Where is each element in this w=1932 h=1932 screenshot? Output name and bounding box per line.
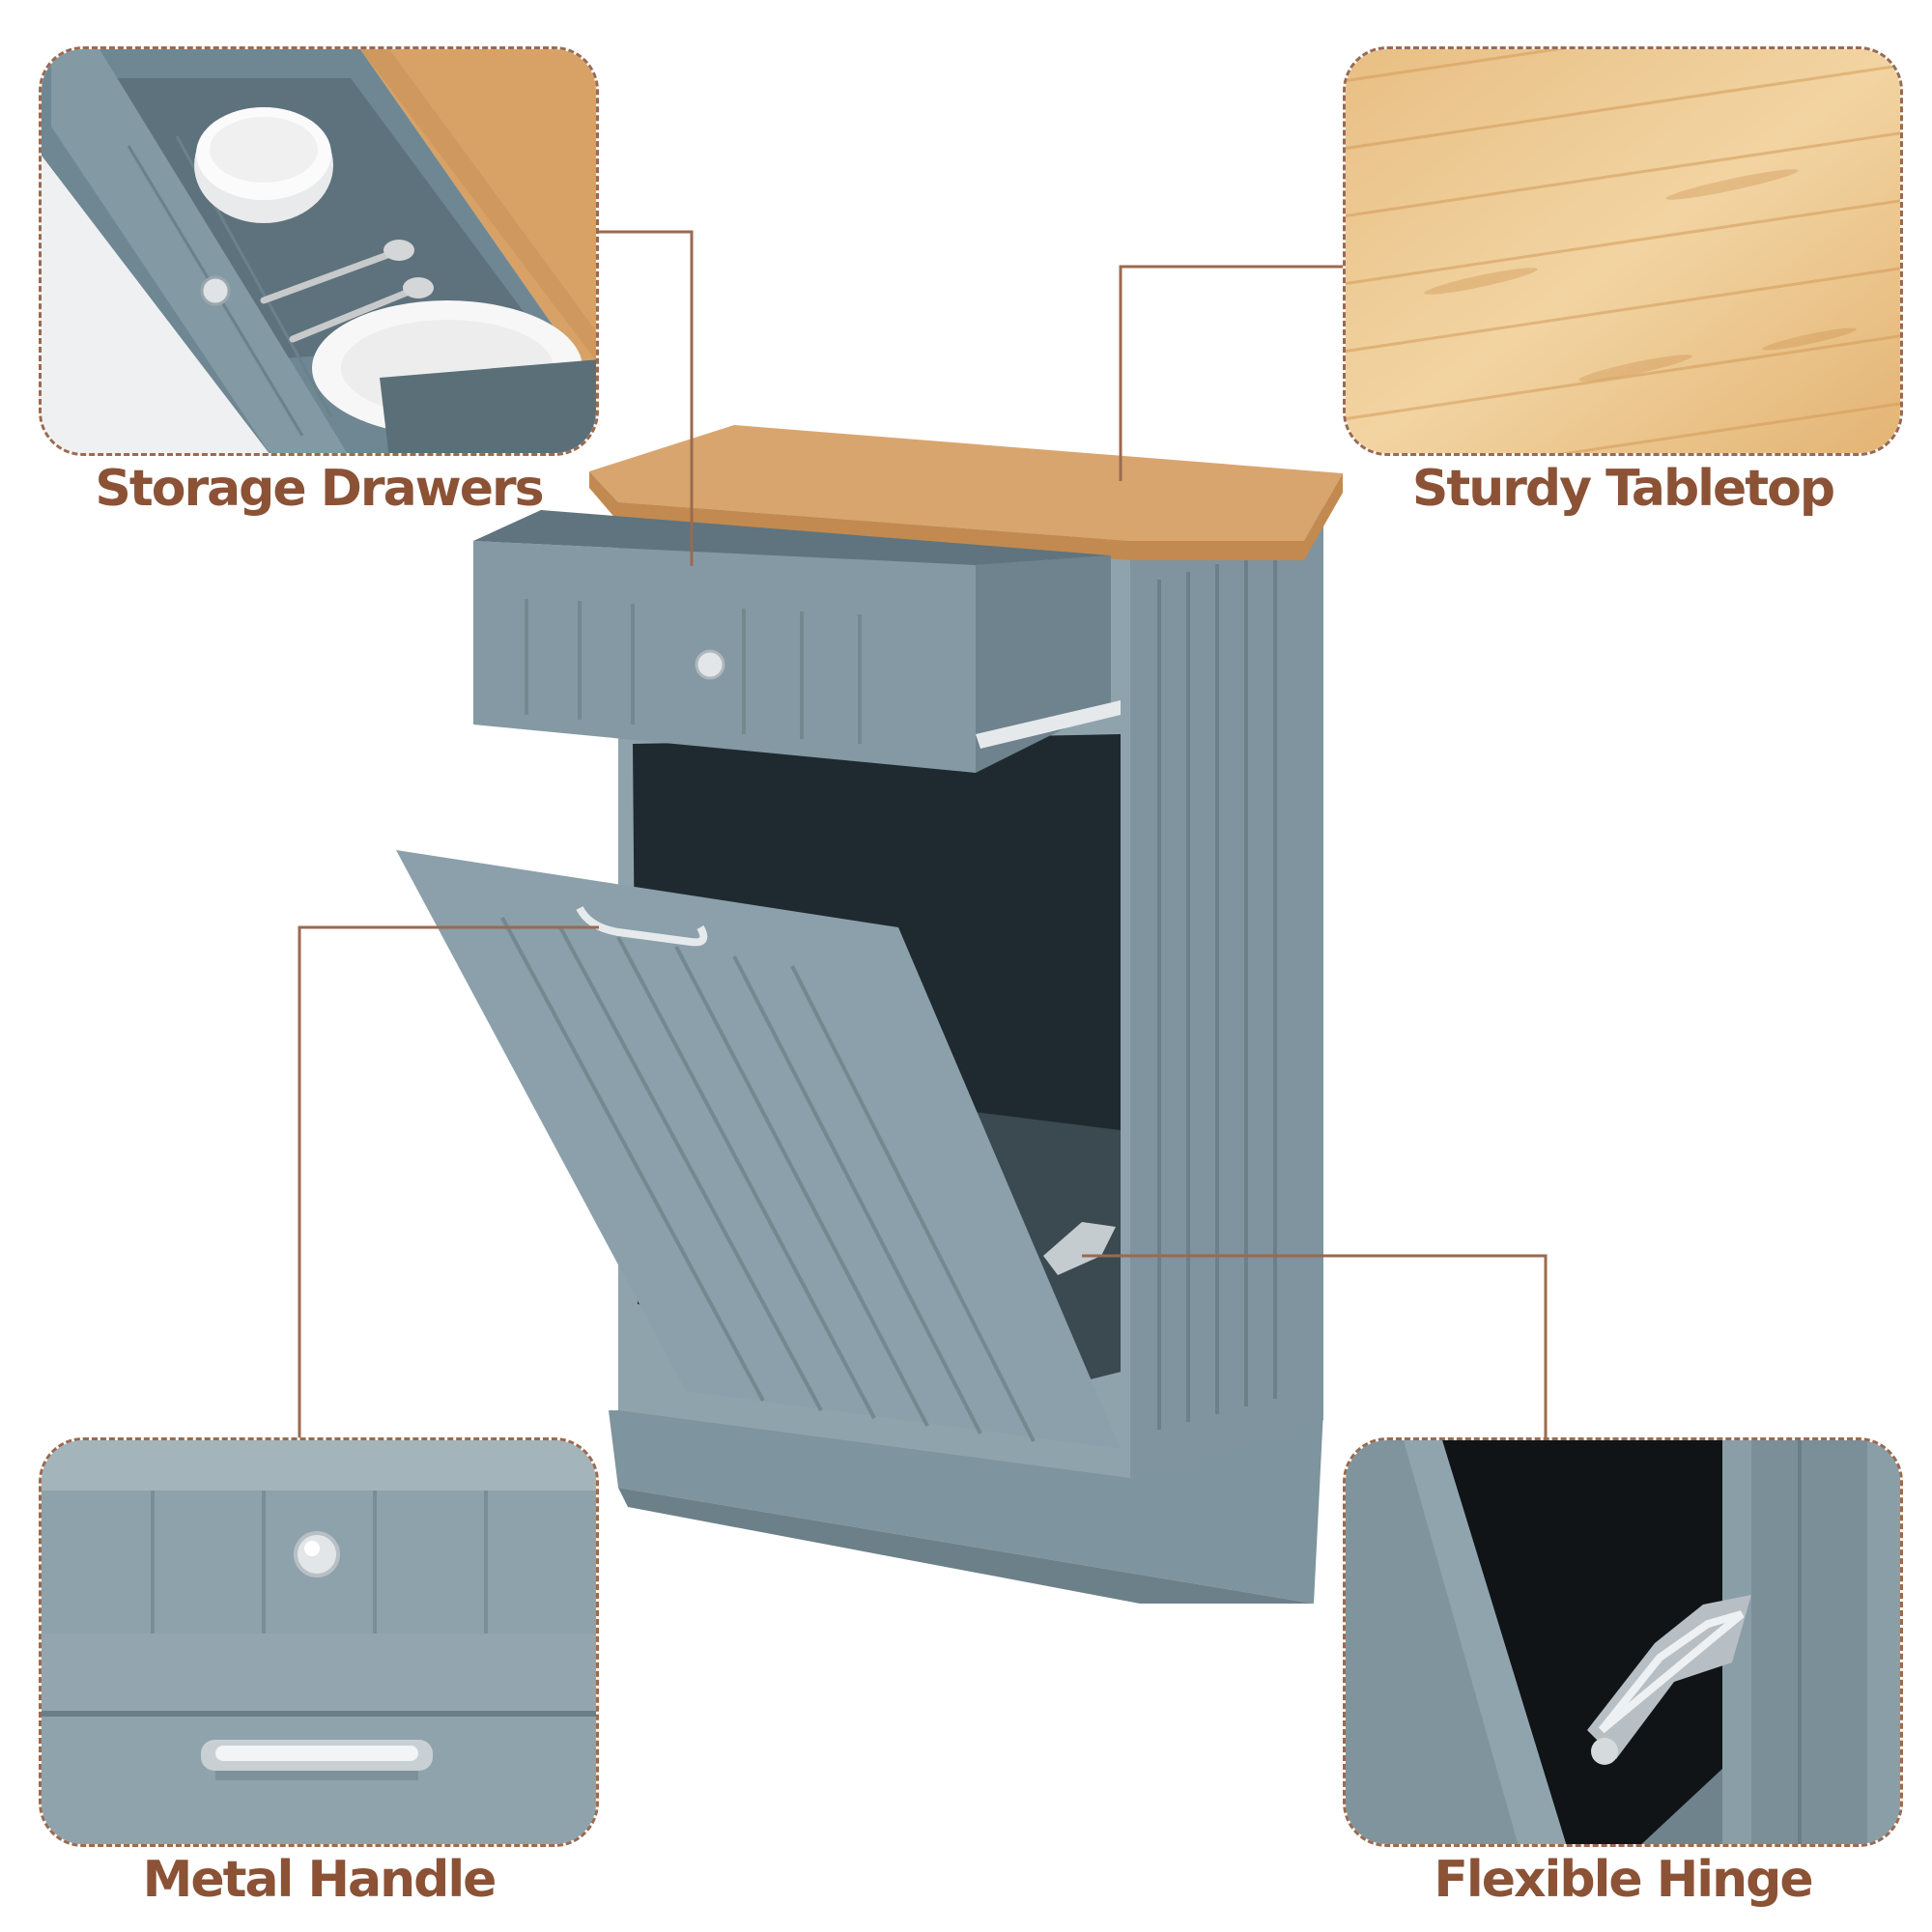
- flexible-hinge-image: [1346, 1440, 1900, 1844]
- sturdy-tabletop-image: [1346, 49, 1900, 453]
- metal-handle-detail-frame: [39, 1437, 599, 1847]
- sturdy-tabletop-detail-frame: [1343, 46, 1903, 456]
- flexible-hinge-detail-frame: [1343, 1437, 1903, 1847]
- door-handle: [576, 906, 708, 947]
- cabinet-side-panel: [1130, 483, 1323, 1478]
- storage-drawers-image: [42, 49, 596, 453]
- tilt-out-door: [396, 850, 1121, 1449]
- storage-drawers-detail-frame: [39, 46, 599, 456]
- metal-handle-image: [42, 1440, 596, 1844]
- tabletop: [589, 425, 1343, 541]
- flexible-hinge-label: Flexible Hinge: [1434, 1851, 1813, 1909]
- storage-drawers-label: Storage Drawers: [95, 460, 544, 518]
- cabinet-base: [609, 1410, 1323, 1604]
- open-drawer: [473, 541, 976, 773]
- metal-handle-label: Metal Handle: [142, 1851, 497, 1909]
- cabinet-front: [618, 502, 1130, 1478]
- drawer-knob: [695, 649, 725, 680]
- sturdy-tabletop-label: Sturdy Tabletop: [1411, 460, 1835, 518]
